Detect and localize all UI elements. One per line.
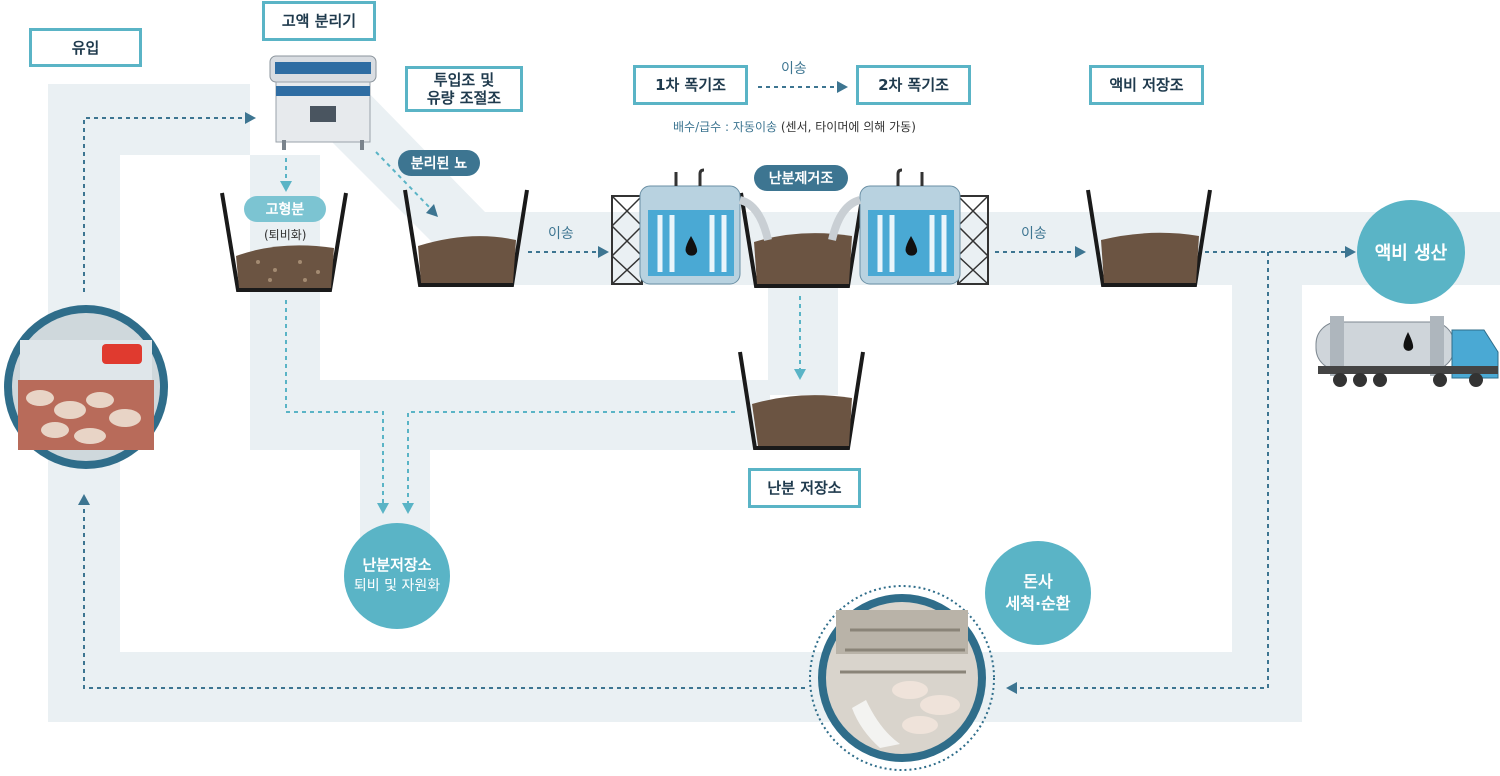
liquid-fertilizer-label: 액비 생산: [1374, 243, 1448, 264]
liquid-fertilizer-circle: 액비 생산: [1357, 200, 1465, 304]
transfer-label-right: 이송: [1021, 226, 1047, 242]
aeration-tank-2: [859, 168, 989, 285]
drain-supply-note: 배수/급수 : 자동이송 (센서, 타이머에 의해 가동): [673, 118, 916, 135]
input-tank-line1: 투입조 및: [433, 71, 495, 89]
drain-supply-rest: (센서, 타이머에 의해 가동): [777, 120, 916, 134]
transfer-label-top: 이송: [781, 61, 807, 77]
tanker-truck-icon: [1315, 316, 1499, 387]
tank-input: [403, 189, 529, 287]
tank-liquid-storage: [1086, 189, 1212, 287]
pipe-left: [738, 196, 772, 241]
input-tank-line2: 유량 조절조: [426, 89, 502, 107]
manure-storage-box: 난분 저장소: [748, 468, 861, 508]
drain-supply-colored: 배수/급수 : 자동이송: [673, 120, 778, 134]
inflow-box: 유입: [29, 28, 142, 67]
dashed-flow-lines: [83, 86, 1350, 689]
barn-circle-line1: 돈사: [1023, 572, 1053, 591]
aeration-tank-1: [611, 168, 741, 285]
arrow-heads: [78, 81, 1356, 694]
solid-pill: 고형분: [244, 196, 326, 222]
light-dashed-lines: [285, 151, 801, 508]
pipe-right: [828, 196, 862, 241]
sludge-removal-pill: 난분제거조: [754, 165, 848, 191]
separator-machine: [269, 55, 377, 150]
separator-box: 고액 분리기: [262, 1, 376, 41]
liquid-storage-box: 액비 저장조: [1089, 65, 1204, 105]
compost-note: (퇴비화): [264, 228, 307, 242]
aeration1-box: 1차 폭기조: [633, 65, 748, 105]
tank-sludge-removal: [739, 192, 865, 288]
aeration2-box: 2차 폭기조: [856, 65, 971, 105]
flow-bands: [48, 84, 1500, 722]
separated-manure-pill: 분리된 뇨: [398, 150, 480, 176]
transfer-label-left: 이송: [548, 226, 574, 242]
inflow-photo: [4, 305, 168, 469]
manure-circle-line1: 난분저장소: [362, 556, 432, 574]
tank-solid: [220, 192, 348, 292]
input-tank-box: 투입조 및 유량 조절조: [405, 66, 523, 112]
barn-photo: [809, 585, 995, 771]
tank-manure-storage: [738, 351, 865, 450]
barn-circle: 돈사 세척·순환: [985, 541, 1091, 645]
barn-circle-line2: 세척·순환: [1005, 594, 1071, 613]
manure-circle-line2: 퇴비 및 자원화: [353, 578, 441, 594]
manure-storage-circle: 난분저장소 퇴비 및 자원화: [344, 523, 450, 629]
